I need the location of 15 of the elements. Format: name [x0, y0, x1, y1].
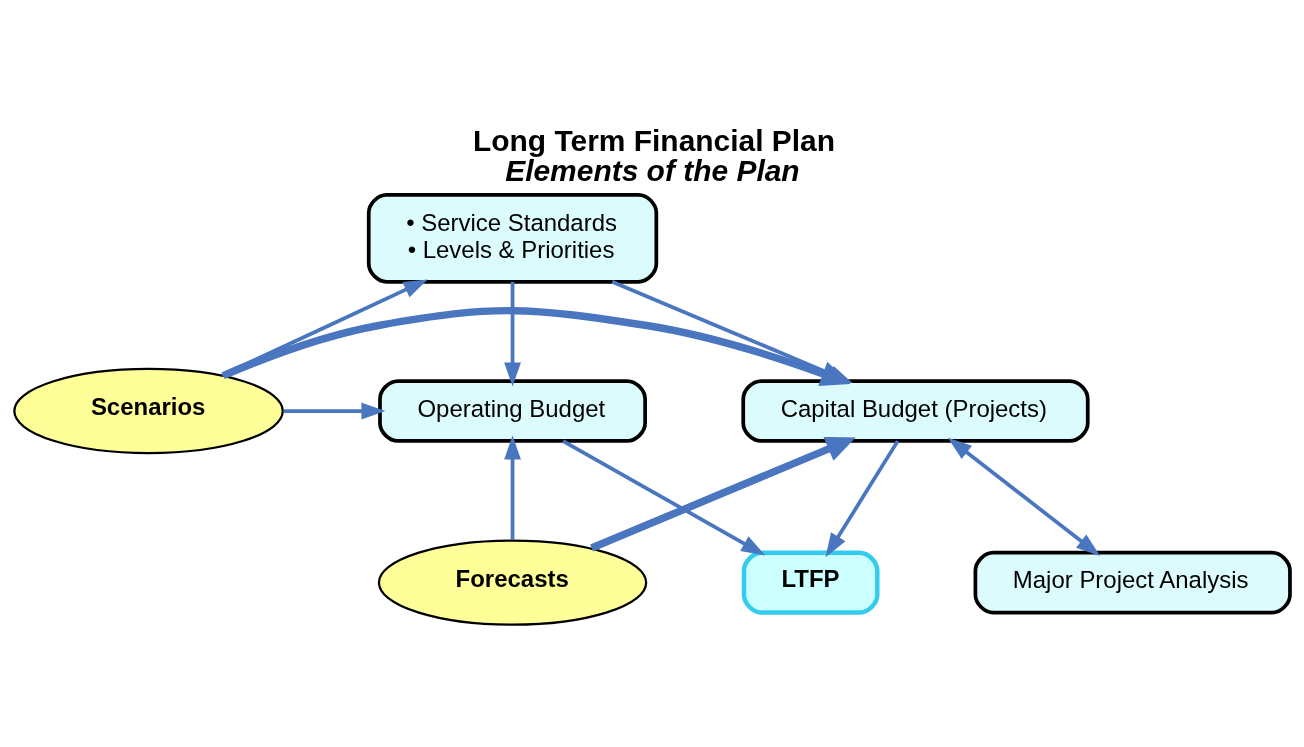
arrow [590, 436, 856, 551]
node-ellipse: Scenarios [13, 367, 284, 454]
arrow [504, 434, 521, 540]
arrow [947, 437, 1101, 556]
node-box: Major Project Analysis [973, 550, 1292, 614]
arrow [562, 439, 766, 555]
node-box: • Service Standards • Levels & Priorities [366, 192, 659, 284]
arrow [221, 278, 428, 377]
arrow [283, 402, 386, 419]
node-box: Capital Budget (Projects) [741, 378, 1090, 443]
node-box: LTFP [741, 549, 880, 615]
node-box: Operating Budget [378, 378, 647, 443]
arrow [825, 439, 900, 557]
arrow [504, 281, 521, 386]
node-ellipse: Forecasts [377, 538, 648, 626]
